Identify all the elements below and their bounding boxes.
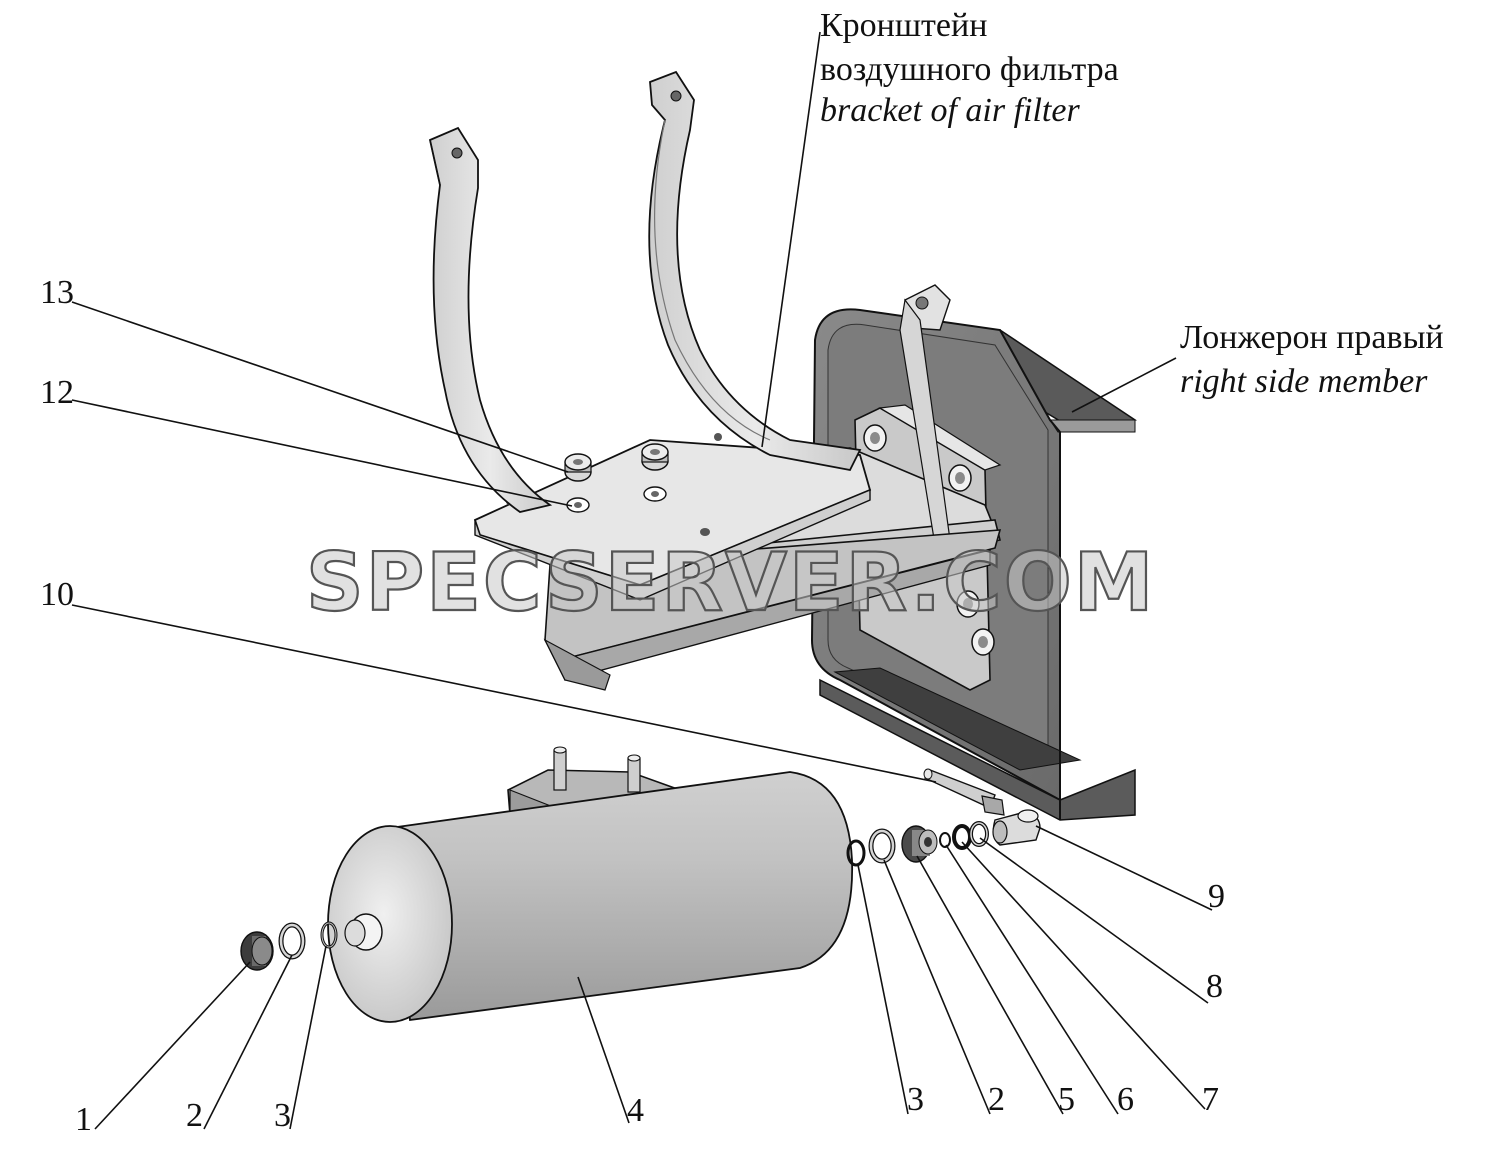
nut-part-13 xyxy=(564,443,669,482)
part-number-2-right: 2 xyxy=(988,1081,1005,1118)
member-label-en: right side member xyxy=(1180,363,1428,400)
fitting-part-5 xyxy=(901,825,938,863)
part-numbers: 13 12 10 9 8 7 6 5 2 3 4 3 2 1 xyxy=(40,274,1225,1138)
part-number-12: 12 xyxy=(40,374,74,411)
part-number-6: 6 xyxy=(1117,1081,1134,1118)
part-number-3-right: 3 xyxy=(907,1081,924,1118)
part-number-9: 9 xyxy=(1208,878,1225,915)
watermark: SPECSERVER.COM xyxy=(306,536,1155,629)
part-number-10: 10 xyxy=(40,576,74,613)
leader-lines xyxy=(71,31,1213,1130)
washer-part-12 xyxy=(566,486,667,513)
member-label-ru: Лонжерон правый xyxy=(1180,319,1444,356)
part-number-2-left: 2 xyxy=(186,1097,203,1134)
elbow-fitting-part-9 xyxy=(992,809,1041,846)
part-number-4: 4 xyxy=(627,1092,644,1129)
part-number-1: 1 xyxy=(75,1101,92,1138)
bracket-label-en: bracket of air filter xyxy=(820,92,1080,129)
pin-part-10 xyxy=(923,768,1005,816)
bracket-straps xyxy=(428,70,862,513)
part-number-7: 7 xyxy=(1202,1081,1219,1118)
washer-part-8 xyxy=(969,821,989,847)
washer-part-7 xyxy=(952,824,972,850)
ring-part-6 xyxy=(939,832,951,848)
bracket-label-ru-line2: воздушного фильтра xyxy=(820,51,1119,88)
washer-part-2-left xyxy=(278,922,306,960)
part-number-3-left: 3 xyxy=(274,1097,291,1134)
seal-ring-part-3-left xyxy=(320,921,338,949)
plug-part-1 xyxy=(240,931,274,971)
bracket-label-ru-line1: Кронштейн xyxy=(820,7,987,44)
air-filter-bracket xyxy=(473,284,1002,691)
part-number-8: 8 xyxy=(1206,968,1223,1005)
receiver-tank-part-4 xyxy=(327,746,853,1023)
seal-ring-part-3-right xyxy=(846,839,866,867)
washer-part-2-right xyxy=(868,828,896,864)
part-number-5: 5 xyxy=(1058,1081,1075,1118)
part-number-13: 13 xyxy=(40,274,74,311)
